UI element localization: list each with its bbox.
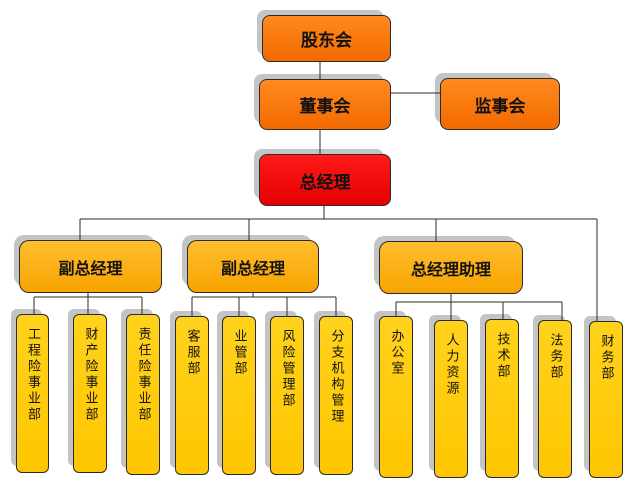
- dept-customer-service: 客服部: [170, 311, 209, 475]
- assistant-label: 总经理助理: [410, 259, 491, 279]
- vp1-box: 副总经理: [14, 235, 162, 293]
- dept-finance: 财务部: [584, 316, 623, 478]
- dept-branch-management: 分支机构管理: [314, 311, 353, 475]
- dept-risk-management: 风险管理部: [265, 311, 304, 475]
- supervisors-box: 监事会: [435, 73, 560, 130]
- vp1-label: 副总经理: [58, 258, 123, 278]
- vp2-label: 副总经理: [220, 258, 285, 278]
- dept-office: 办公室: [374, 311, 413, 478]
- dept-business-management: 业管部: [217, 311, 256, 475]
- ceo-box: 总经理: [254, 149, 391, 206]
- dept-technology: 技术部: [480, 314, 519, 478]
- board-label: 董事会: [299, 97, 351, 117]
- supervisors-label: 监事会: [474, 96, 526, 117]
- shareholders-label: 股东会: [301, 31, 352, 51]
- dept-property-insurance: 财产险事业部: [68, 309, 107, 473]
- ceo-label: 总经理: [299, 172, 351, 193]
- dept-engineering-insurance: 工程险事业部: [11, 309, 49, 473]
- shareholders-box: 股东会: [257, 10, 391, 62]
- assistant-box: 总经理助理: [374, 236, 523, 294]
- board-box: 董事会: [254, 74, 391, 130]
- dept-human-resources: 人力资源: [429, 315, 468, 478]
- dept-legal: 法务部: [533, 315, 572, 478]
- dept-liability-insurance: 责任险事业部: [121, 309, 160, 475]
- vp2-box: 副总经理: [182, 235, 319, 293]
